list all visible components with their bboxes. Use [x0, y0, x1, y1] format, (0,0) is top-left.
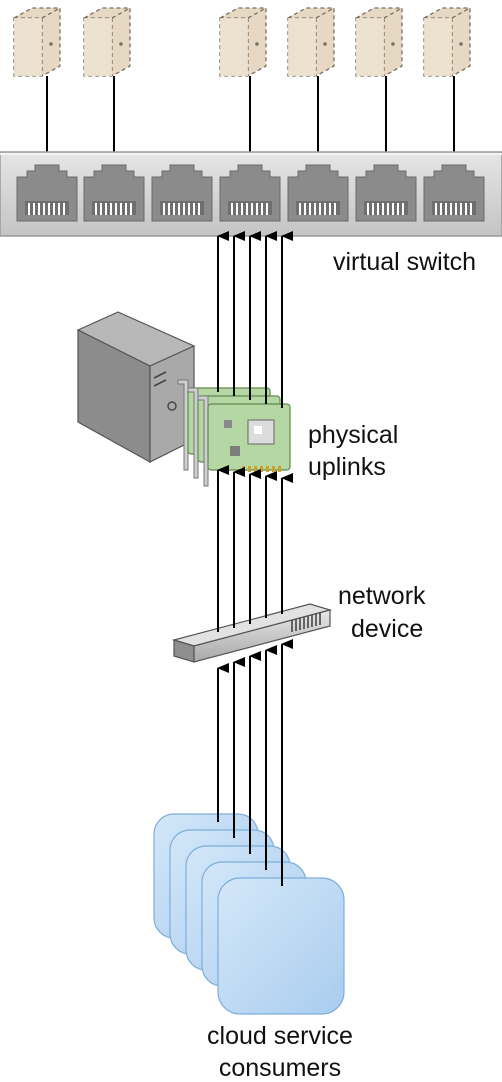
consumer-to-device-arrows [217, 639, 293, 886]
network-device-label-line2: device [351, 615, 423, 643]
cloud-consumers-label-line2: consumers [219, 1054, 341, 1082]
ethernet-port-icon [355, 164, 417, 222]
ethernet-port-icon [83, 164, 145, 222]
virtual-server-icon [287, 7, 335, 77]
server-tower-icon [76, 311, 196, 464]
virtual-switch [0, 151, 502, 237]
virtual-server-icon [13, 7, 61, 77]
network-card-icon [197, 395, 291, 487]
network-device-label-line1: network [338, 582, 426, 610]
server-cables [46, 76, 455, 166]
device-to-uplink-arrows [217, 465, 293, 632]
ethernet-port-icon [423, 164, 485, 222]
cloud-consumers-label-line1: cloud service [207, 1022, 353, 1050]
virtual-server-icon [83, 7, 131, 77]
ethernet-port-icon [151, 164, 213, 222]
uplink-to-switch-arrows [217, 231, 293, 408]
ethernet-port-icon [219, 164, 281, 222]
ethernet-port-icon [287, 164, 349, 222]
virtual-server-icon [355, 7, 403, 77]
virtual-servers [13, 7, 471, 77]
cloud-consumers [153, 813, 345, 1015]
ethernet-port-icon [16, 164, 78, 222]
network-device-icon [171, 603, 333, 663]
physical-uplinks-label-line1: physical [308, 421, 398, 449]
virtual-switch-label: virtual switch [333, 248, 476, 276]
nic-cards [177, 379, 291, 487]
physical-uplinks-label-line2: uplinks [308, 453, 386, 481]
virtual-server-icon [423, 7, 471, 77]
virtual-server-icon [219, 7, 267, 77]
cloud-consumer-icon [217, 877, 345, 1015]
